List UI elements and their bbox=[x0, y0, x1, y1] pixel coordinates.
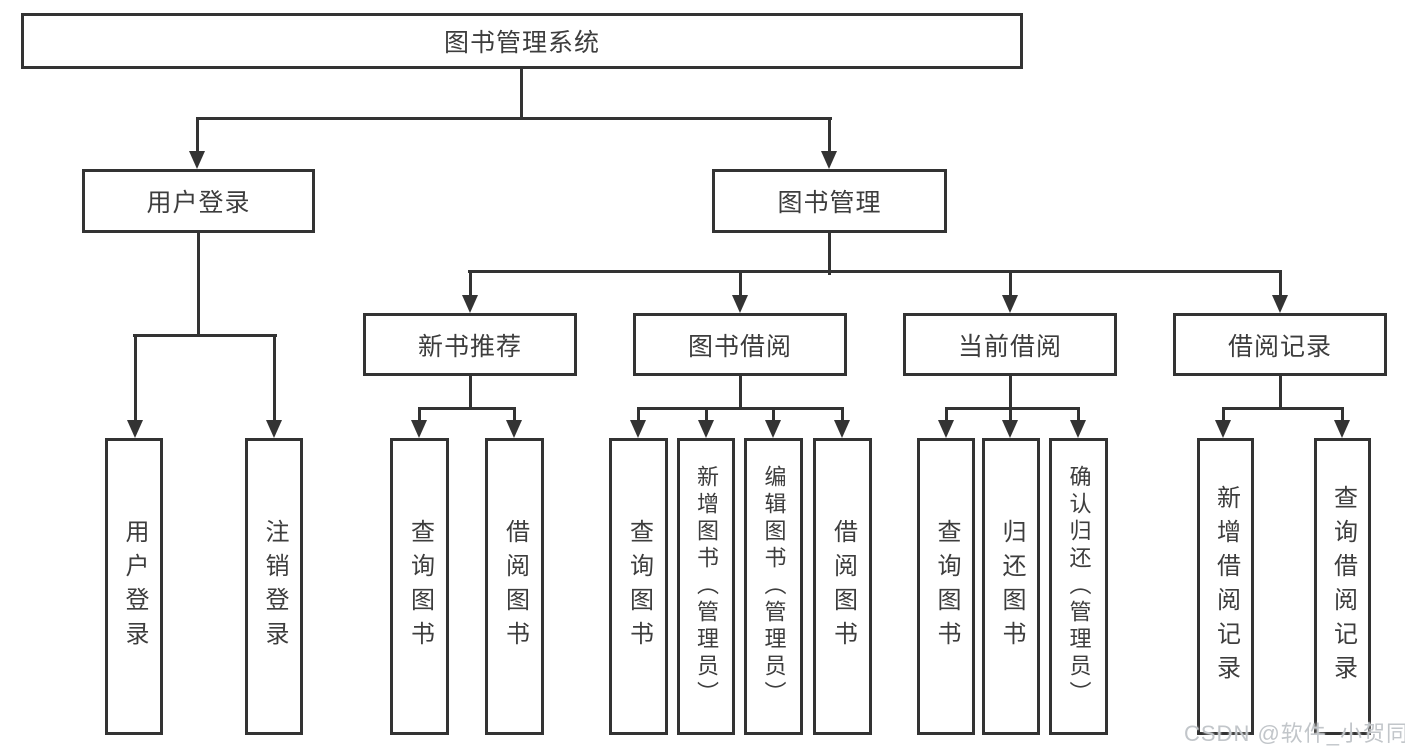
node-new-book-recommendation: 新书推荐 bbox=[363, 313, 577, 376]
node-label: 查询借阅记录 bbox=[1329, 484, 1357, 689]
node-leaf-query-books-3: 查询图书 bbox=[917, 438, 975, 735]
connector-line bbox=[637, 407, 844, 410]
node-leaf-logout: 注销登录 bbox=[245, 438, 303, 735]
arrowhead-icon bbox=[506, 420, 522, 438]
node-label: 借阅记录 bbox=[1227, 332, 1332, 361]
node-label: 借阅图书 bbox=[829, 518, 857, 655]
connector-line bbox=[513, 407, 516, 423]
node-book-borrowing: 图书借阅 bbox=[633, 313, 847, 376]
node-book-management: 图书管理 bbox=[712, 169, 947, 233]
connector-line bbox=[273, 334, 276, 423]
connector-line bbox=[520, 69, 523, 119]
node-borrowing-records: 借阅记录 bbox=[1173, 313, 1387, 376]
node-leaf-add-borrow-record: 新增借阅记录 bbox=[1197, 438, 1254, 735]
node-leaf-edit-books-admin: 编辑图书（管理员） bbox=[744, 438, 803, 735]
node-library-management-system: 图书管理系统 bbox=[21, 13, 1023, 69]
connector-line bbox=[1279, 376, 1282, 410]
connector-line bbox=[1009, 407, 1012, 423]
arrowhead-icon bbox=[834, 420, 850, 438]
connector-line bbox=[739, 270, 742, 298]
arrowhead-icon bbox=[462, 295, 478, 313]
node-user-login: 用户登录 bbox=[82, 169, 315, 233]
node-label: 归还图书 bbox=[998, 518, 1025, 655]
connector-line bbox=[1222, 407, 1344, 410]
csdn-watermark: CSDN @软件_小贺同学 bbox=[1184, 721, 1405, 746]
connector-line bbox=[418, 407, 516, 410]
connector-line bbox=[418, 407, 421, 423]
arrowhead-icon bbox=[938, 420, 954, 438]
connector-line bbox=[134, 334, 137, 423]
connector-line bbox=[739, 376, 742, 410]
connector-line bbox=[1222, 407, 1225, 423]
arrowhead-icon bbox=[411, 420, 427, 438]
node-label: 用户登录 bbox=[146, 189, 251, 217]
node-label: 图书借阅 bbox=[687, 332, 792, 361]
connector-line bbox=[197, 233, 200, 337]
connector-line bbox=[637, 407, 640, 423]
node-leaf-return-books: 归还图书 bbox=[982, 438, 1040, 735]
arrowhead-icon bbox=[127, 420, 143, 438]
connector-line bbox=[1009, 270, 1012, 298]
arrowhead-icon bbox=[732, 295, 748, 313]
node-leaf-query-books-2: 查询图书 bbox=[609, 438, 668, 735]
node-leaf-query-borrow-record: 查询借阅记录 bbox=[1314, 438, 1371, 735]
connector-line bbox=[469, 270, 472, 298]
node-label: 借阅图书 bbox=[501, 518, 529, 655]
connector-line bbox=[469, 376, 472, 410]
node-label: 编辑图书（管理员） bbox=[761, 465, 787, 708]
node-label: 新增借阅记录 bbox=[1212, 484, 1240, 689]
node-current-borrowing: 当前借阅 bbox=[903, 313, 1117, 376]
node-leaf-confirm-return-admin: 确认归还（管理员） bbox=[1049, 438, 1108, 735]
arrowhead-icon bbox=[189, 151, 205, 169]
arrowhead-icon bbox=[698, 420, 714, 438]
node-leaf-query-books-1: 查询图书 bbox=[390, 438, 449, 735]
connector-line bbox=[133, 334, 277, 337]
connector-line bbox=[1009, 376, 1012, 410]
node-label: 确认归还（管理员） bbox=[1066, 465, 1092, 708]
arrowhead-icon bbox=[1002, 295, 1018, 313]
node-leaf-borrow-books-2: 借阅图书 bbox=[813, 438, 872, 735]
connector-line bbox=[945, 407, 1080, 410]
connector-line bbox=[196, 117, 199, 154]
node-label: 注销登录 bbox=[261, 518, 288, 655]
node-label: 图书管理系统 bbox=[443, 29, 600, 57]
connector-line bbox=[828, 233, 831, 275]
arrowhead-icon bbox=[1334, 420, 1350, 438]
connector-line bbox=[1279, 270, 1282, 298]
arrowhead-icon bbox=[1070, 420, 1086, 438]
node-label: 用户登录 bbox=[121, 518, 148, 655]
arrowhead-icon bbox=[765, 420, 781, 438]
connector-line bbox=[468, 270, 1282, 273]
connector-line bbox=[196, 117, 832, 120]
node-label: 查询图书 bbox=[625, 518, 653, 655]
arrowhead-icon bbox=[266, 420, 282, 438]
connector-line bbox=[828, 117, 831, 154]
arrowhead-icon bbox=[630, 420, 646, 438]
node-leaf-add-books-admin: 新增图书（管理员） bbox=[677, 438, 735, 735]
node-label: 新增图书（管理员） bbox=[694, 465, 719, 708]
node-leaf-borrow-books-1: 借阅图书 bbox=[485, 438, 544, 735]
arrowhead-icon bbox=[1272, 295, 1288, 313]
node-label: 图书管理 bbox=[777, 189, 882, 217]
node-label: 新书推荐 bbox=[417, 332, 522, 361]
connector-line bbox=[772, 407, 775, 423]
connector-line bbox=[705, 407, 708, 423]
node-label: 查询图书 bbox=[406, 518, 434, 655]
connector-line bbox=[841, 407, 844, 423]
node-leaf-user-login: 用户登录 bbox=[105, 438, 163, 735]
node-label: 当前借阅 bbox=[957, 332, 1062, 361]
connector-line bbox=[1077, 407, 1080, 423]
arrowhead-icon bbox=[1002, 420, 1018, 438]
connector-line bbox=[1341, 407, 1344, 423]
connector-line bbox=[945, 407, 948, 423]
arrowhead-icon bbox=[821, 151, 837, 169]
node-label: 查询图书 bbox=[933, 518, 960, 655]
arrowhead-icon bbox=[1215, 420, 1231, 438]
